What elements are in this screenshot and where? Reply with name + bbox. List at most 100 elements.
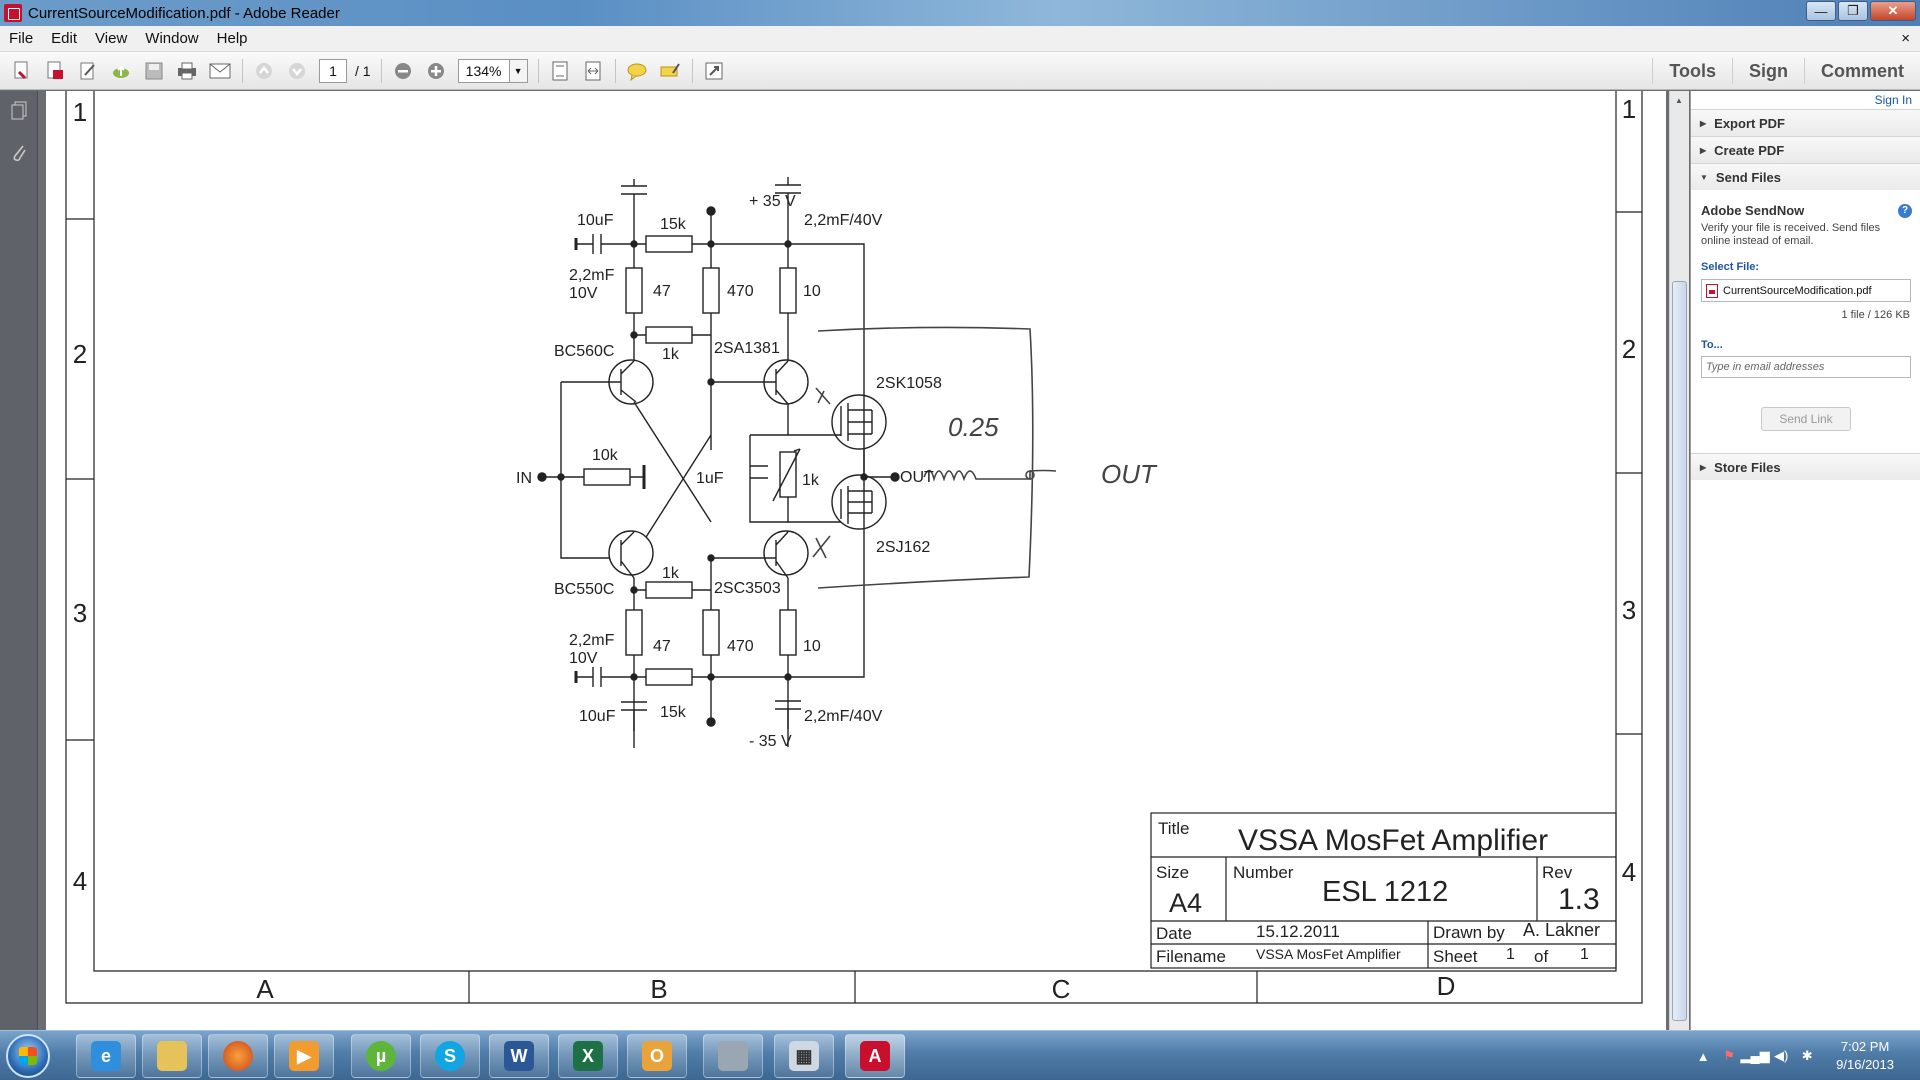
email-icon[interactable] xyxy=(208,59,232,83)
create-pdf-icon[interactable] xyxy=(10,59,34,83)
sign-in-link[interactable]: Sign In xyxy=(1874,93,1912,107)
email-input[interactable]: Type in email addresses xyxy=(1701,356,1911,378)
component-label: 10uF xyxy=(579,708,616,725)
panel-label: Send Files xyxy=(1715,169,1781,185)
taskbar-skype[interactable]: S xyxy=(420,1034,480,1078)
rev-label: Rev xyxy=(1542,863,1573,882)
clock-date: 9/16/2013 xyxy=(1836,1057,1894,1072)
highlight-icon[interactable] xyxy=(658,59,682,83)
bluetooth-icon[interactable]: ✱ xyxy=(1801,1048,1813,1063)
taskbar-excel[interactable]: X xyxy=(558,1034,618,1078)
taskbar-utorrent[interactable]: µ xyxy=(351,1034,411,1078)
system-tray: ▲ ⚑ ▂▄▆ ◀) ✱ 7:02 PM 9/16/2013 xyxy=(1686,1031,1920,1080)
document-view[interactable]: 1 2 3 4 1 2 3 4 A B C D Title VSSA MosFe… xyxy=(38,91,1669,1030)
media-player-icon: ▶ xyxy=(289,1041,319,1071)
save-icon[interactable] xyxy=(142,59,166,83)
taskbar-word[interactable]: W xyxy=(489,1034,549,1078)
component-label: 10V xyxy=(569,650,598,667)
navigation-pane xyxy=(0,91,38,1030)
minimize-button[interactable]: — xyxy=(1806,1,1836,21)
menu-window[interactable]: Window xyxy=(145,30,199,47)
send-link-button[interactable]: Send Link xyxy=(1761,407,1851,431)
menu-edit[interactable]: Edit xyxy=(51,30,78,47)
drawn-by-value: A. Lakner xyxy=(1523,920,1600,940)
menu-file[interactable]: File xyxy=(9,30,34,47)
toolbar-separator xyxy=(691,58,693,83)
print-icon[interactable] xyxy=(175,59,199,83)
taskbar-windows-explorer[interactable] xyxy=(142,1034,202,1078)
window-title: CurrentSourceModification.pdf - Adobe Re… xyxy=(28,4,340,22)
pdf-file-icon xyxy=(1706,283,1718,298)
selected-file-name: CurrentSourceModification.pdf xyxy=(1723,284,1872,297)
frame-column-label: B xyxy=(650,974,667,1004)
handwritten-out-label: OUT xyxy=(1101,459,1158,489)
zoom-dropdown-icon[interactable]: ▼ xyxy=(509,58,528,83)
edit-icon[interactable] xyxy=(76,59,100,83)
panel-store-files[interactable]: ▶ Store Files xyxy=(1691,453,1920,480)
network-icon xyxy=(718,1041,748,1071)
of-value: 1 xyxy=(1580,946,1589,963)
panel-create-pdf[interactable]: ▶ Create PDF xyxy=(1691,136,1920,163)
tab-sign[interactable]: Sign xyxy=(1731,58,1804,84)
cloud-upload-icon[interactable] xyxy=(109,59,133,83)
taskbar-network[interactable] xyxy=(703,1034,763,1078)
show-hidden-icons-icon[interactable]: ▲ xyxy=(1696,1048,1710,1064)
page-number-input[interactable]: 1 xyxy=(319,58,347,83)
action-center-icon[interactable]: ⚑ xyxy=(1723,1048,1735,1063)
attachments-icon[interactable] xyxy=(8,141,30,165)
component-label: 2SK1058 xyxy=(876,375,942,392)
frame-column-label: A xyxy=(256,974,274,1004)
zoom-level-input[interactable]: 134% xyxy=(457,58,510,83)
menu-view[interactable]: View xyxy=(95,30,128,47)
windows-logo-icon xyxy=(19,1047,37,1065)
network-signal-icon[interactable]: ▂▄▆ xyxy=(1740,1048,1770,1063)
selected-file-field[interactable]: CurrentSourceModification.pdf xyxy=(1701,279,1911,302)
to-label[interactable]: To... xyxy=(1701,339,1723,351)
document-close-button[interactable]: × xyxy=(1901,30,1910,47)
full-screen-icon[interactable] xyxy=(702,59,726,83)
next-page-icon[interactable] xyxy=(285,59,309,83)
collapse-triangle-icon: ▼ xyxy=(1700,172,1708,182)
component-label: 15k xyxy=(660,216,687,233)
taskbar-internet-explorer[interactable]: e xyxy=(76,1034,136,1078)
taskbar-media-player[interactable]: ▶ xyxy=(274,1034,334,1078)
clock[interactable]: 7:02 PM 9/16/2013 xyxy=(1836,1038,1894,1074)
panel-label: Store Files xyxy=(1714,459,1781,475)
component-label: 1uF xyxy=(696,470,724,487)
component-label: 10k xyxy=(592,447,619,464)
scroll-up-icon[interactable]: ▲ xyxy=(1675,95,1683,105)
clock-time: 7:02 PM xyxy=(1840,1039,1890,1054)
start-button[interactable] xyxy=(6,1034,50,1078)
fit-page-icon[interactable] xyxy=(548,59,572,83)
previous-page-icon[interactable] xyxy=(252,59,276,83)
menu-help[interactable]: Help xyxy=(216,30,248,47)
page-thumbnails-icon[interactable] xyxy=(8,99,30,123)
maximize-button[interactable]: ❐ xyxy=(1838,1,1868,21)
schematic-drawing: 1 2 3 4 1 2 3 4 A B C D Title VSSA MosFe… xyxy=(65,91,1643,1004)
fit-width-icon[interactable] xyxy=(581,59,605,83)
taskbar-adobe-reader[interactable]: A xyxy=(845,1034,905,1078)
taskbar-outlook[interactable]: O xyxy=(627,1034,687,1078)
component-label: 10uF xyxy=(577,212,614,229)
component-label: 1k xyxy=(662,346,680,363)
frame-row-label: 3 xyxy=(1622,595,1636,625)
component-label: 1k xyxy=(662,565,680,582)
volume-icon[interactable]: ◀) xyxy=(1773,1048,1789,1063)
vertical-scrollbar[interactable]: ▲ xyxy=(1669,91,1689,1030)
tab-tools[interactable]: Tools xyxy=(1652,58,1732,84)
tab-comment[interactable]: Comment xyxy=(1803,58,1920,84)
scroll-thumb[interactable] xyxy=(1672,281,1687,1021)
calculator-icon: ▦ xyxy=(789,1041,819,1071)
close-button[interactable]: ✕ xyxy=(1870,1,1916,21)
panel-send-files[interactable]: ▼ Send Files xyxy=(1691,163,1920,190)
sticky-note-icon[interactable] xyxy=(625,59,649,83)
pdf-export-icon[interactable] xyxy=(43,59,67,83)
panel-export-pdf[interactable]: ▶ Export PDF xyxy=(1691,109,1920,136)
of-label: of xyxy=(1534,947,1548,966)
excel-icon: X xyxy=(573,1041,603,1071)
taskbar-calculator[interactable]: ▦ xyxy=(774,1034,834,1078)
zoom-out-icon[interactable] xyxy=(391,59,415,83)
taskbar-firefox[interactable] xyxy=(208,1034,268,1078)
help-icon[interactable]: ? xyxy=(1898,204,1912,218)
zoom-in-icon[interactable] xyxy=(424,59,448,83)
